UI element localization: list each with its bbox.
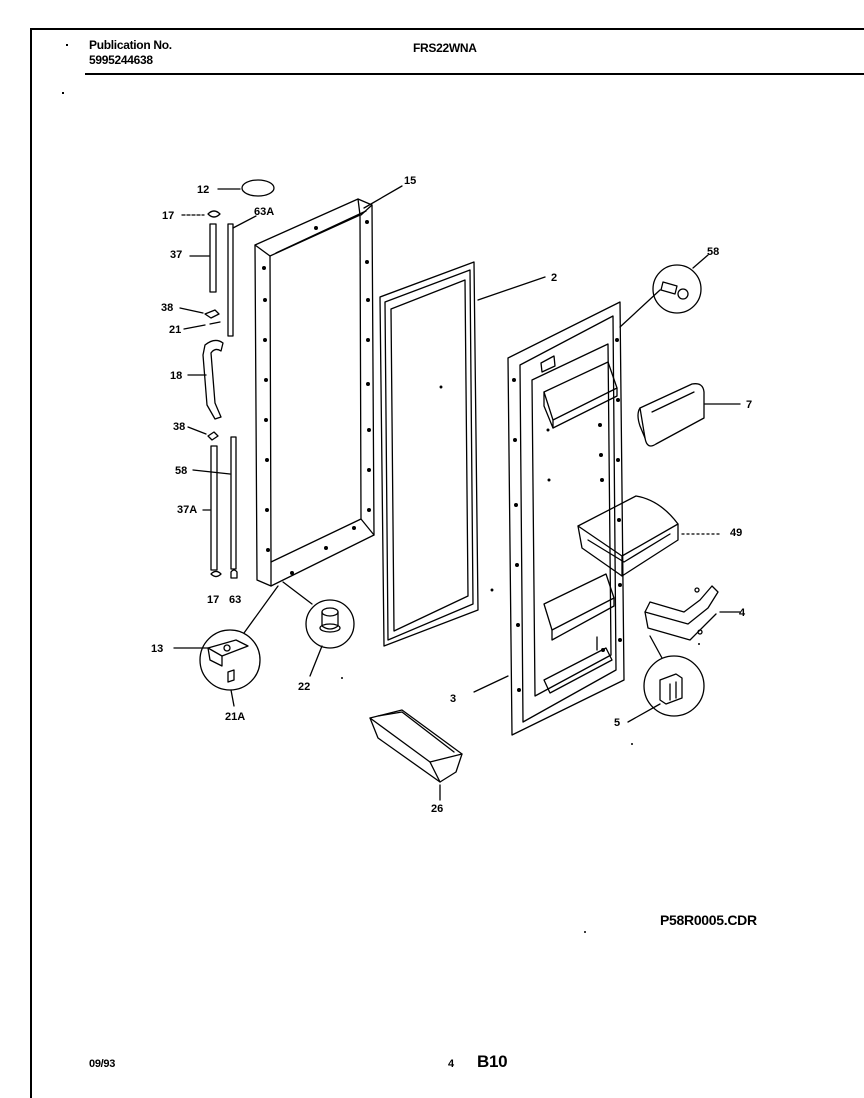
part-15-door-frame [254, 185, 403, 587]
page-border-left [30, 28, 32, 1098]
callout-21A: 21A [225, 711, 245, 723]
publication-date: 09/93 [89, 1058, 116, 1070]
callout-18: 18 [170, 370, 182, 382]
model-number: FRS22WNA [413, 41, 477, 55]
header-rule [85, 73, 864, 75]
callout-63A: 63A [254, 206, 274, 218]
part-12-cap [217, 179, 275, 197]
scan-speck [62, 92, 64, 94]
callout-7: 7 [746, 399, 752, 411]
callout-17: 17 [162, 210, 174, 222]
section-code: B10 [477, 1052, 508, 1071]
page-number: 4 [448, 1058, 454, 1070]
part-4-bin-rail [644, 585, 741, 641]
part-22-bushing-detail [282, 581, 355, 677]
callout-13: 13 [151, 643, 163, 655]
drawing-file-code: P58R0005.CDR [660, 912, 757, 928]
callout-37A: 37A [177, 504, 197, 516]
callout-2: 2 [551, 272, 557, 284]
callout-26: 26 [431, 803, 443, 815]
callout-49: 49 [730, 527, 742, 539]
callout-58: 58 [707, 246, 719, 258]
callout-38: 38 [173, 421, 185, 433]
callout-63: 63 [229, 594, 241, 606]
callout-17: 17 [207, 594, 219, 606]
part-26-pan [369, 709, 463, 801]
part-2-door-gasket [379, 261, 546, 647]
part-5-clip-detail [627, 635, 705, 723]
callout-4: 4 [739, 607, 746, 619]
callout-3: 3 [450, 693, 456, 705]
lower-hinge-parts [187, 426, 238, 579]
page-border-top [30, 28, 864, 30]
callout-37: 37 [170, 249, 182, 261]
part-13-hinge-detail [173, 585, 279, 707]
upper-hinge-parts [179, 210, 257, 337]
part-3-door-liner [473, 301, 625, 736]
part-49-door-bin [577, 495, 723, 577]
part-58-screw-detail [619, 254, 709, 328]
callout-5: 5 [614, 717, 620, 729]
callout-12: 12 [197, 184, 209, 196]
scan-speck [66, 44, 68, 46]
part-18-handle [187, 339, 224, 420]
callout-21: 21 [169, 324, 181, 336]
callout-58: 58 [175, 465, 187, 477]
callout-15: 15 [404, 175, 416, 187]
callout-22: 22 [298, 681, 310, 693]
publication-label: Publication No. [89, 38, 172, 52]
callout-38: 38 [161, 302, 173, 314]
publication-number: 5995244638 [89, 53, 153, 67]
part-7-dairy-cover [637, 383, 741, 447]
